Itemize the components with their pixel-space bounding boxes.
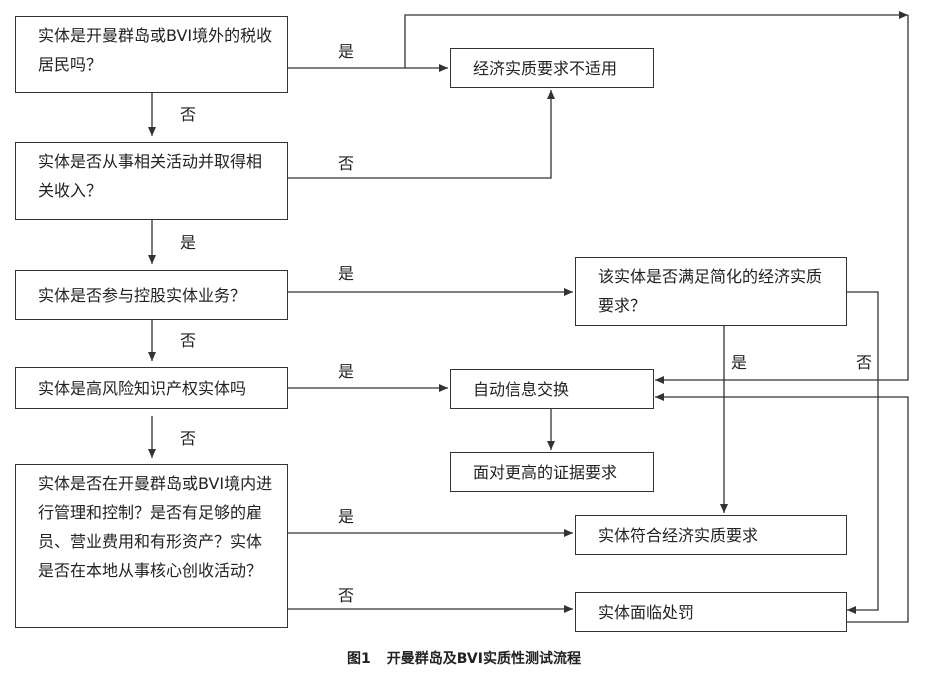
arrow-penalty-to-auto-exchange: [655, 393, 909, 623]
decision-simplified-requirements: 该实体是否满足简化的经济实质要求？: [575, 257, 847, 326]
outcome-higher-evidence-text: 面对更高的证据要求: [473, 462, 618, 482]
arrow-right-rail-to-auto-exchange: [655, 15, 909, 384]
outcome-higher-evidence: 面对更高的证据要求: [450, 452, 654, 492]
outcome-auto-exchange: 自动信息交换: [450, 369, 654, 409]
decision-holding-entity-text: 实体是否参与控股实体业务？: [38, 285, 247, 305]
figure-title: 开曼群岛及BVI实质性测试流程: [386, 651, 581, 667]
outcome-auto-exchange-text: 自动信息交换: [473, 379, 570, 399]
label-q1-no: 否: [180, 105, 197, 124]
label-q5-yes: 是: [338, 507, 355, 526]
label-q5-no: 否: [338, 586, 355, 605]
decision-high-risk-ip-text: 实体是高风险知识产权实体吗: [38, 378, 247, 398]
decision-tax-resident-text: 实体是开曼群岛或BVI境外的税收居民吗？: [38, 26, 273, 74]
label-q4-no: 否: [180, 429, 197, 448]
label-q2-yes: 是: [180, 233, 197, 252]
decision-high-risk-ip: 实体是高风险知识产权实体吗: [15, 367, 288, 409]
label-q3-no: 否: [180, 331, 197, 350]
label-simplified-no: 否: [856, 353, 873, 372]
figure-caption: 图1 开曼群岛及BVI实质性测试流程: [0, 648, 928, 668]
decision-holding-entity: 实体是否参与控股实体业务？: [15, 270, 288, 320]
arrow-simplified-to-penalty: [847, 291, 879, 614]
outcome-penalty: 实体面临处罚: [575, 592, 847, 632]
decision-tax-resident: 实体是开曼群岛或BVI境外的税收居民吗？: [15, 16, 288, 93]
decision-relevant-activity-text: 实体是否从事相关活动并取得相关收入？: [38, 152, 263, 200]
arrow-q1-to-top-right: [404, 11, 908, 68]
label-q3-yes: 是: [338, 264, 355, 283]
label-simplified-yes: 是: [731, 353, 748, 372]
label-q2-no: 否: [338, 154, 355, 173]
label-q4-yes: 是: [338, 362, 355, 381]
label-q1-yes: 是: [338, 42, 355, 61]
figure-number: 图1: [347, 651, 371, 667]
decision-simplified-requirements-text: 该实体是否满足简化的经济实质要求？: [598, 267, 823, 315]
outcome-complies: 实体符合经济实质要求: [575, 515, 847, 555]
outcome-penalty-text: 实体面临处罚: [598, 602, 695, 622]
decision-managed-in-jurisdiction: 实体是否在开曼群岛或BVI境内进行管理和控制？是否有足够的雇员、营业费用和有形资…: [15, 464, 288, 628]
outcome-complies-text: 实体符合经济实质要求: [598, 525, 759, 545]
decision-relevant-activity: 实体是否从事相关活动并取得相关收入？: [15, 142, 288, 220]
outcome-not-applicable: 经济实质要求不适用: [450, 48, 654, 88]
decision-managed-in-jurisdiction-text: 实体是否在开曼群岛或BVI境内进行管理和控制？是否有足够的雇员、营业费用和有形资…: [38, 474, 273, 580]
outcome-not-applicable-text: 经济实质要求不适用: [473, 58, 618, 78]
arrow-q2-to-not-applicable: [288, 90, 555, 179]
